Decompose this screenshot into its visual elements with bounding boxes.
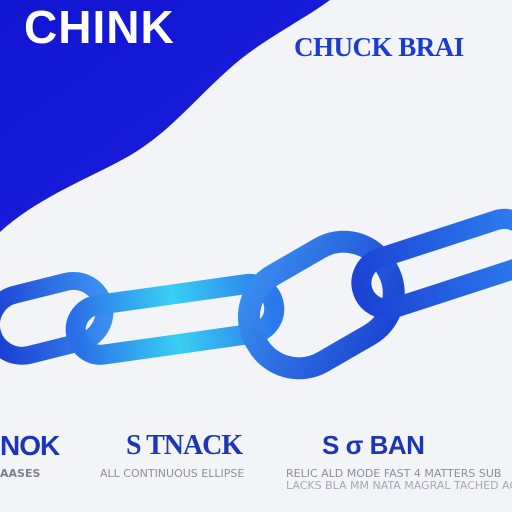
wave-shape [0, 0, 330, 232]
chain-link-middle [65, 273, 285, 365]
chain-link-far-right [351, 208, 512, 319]
small-print-middle: ALL CONTINUOUS ELLIPSE [100, 467, 245, 480]
small-print-right-line2: LACKS BLA MM NATA MAGRAL TACHED ACHIEVED [286, 479, 512, 493]
small-print-right-line1: RELIC ALD MODE FAST 4 MATTERS SUB [286, 467, 502, 480]
caption-left: NOK [0, 430, 60, 461]
small-print-right: RELIC ALD MODE FAST 4 MATTERS SUB LACKS … [286, 467, 512, 493]
small-print-left-line1: AASES [0, 467, 41, 480]
chain-link-right [237, 230, 405, 380]
caption-right: S σ BAN [322, 430, 425, 460]
chain-link-icon [0, 208, 512, 380]
main-heading: CHINK [24, 1, 175, 53]
small-print-middle-line1: ALL CONTINUOUS ELLIPSE [100, 467, 245, 480]
caption-middle: S TNACK [126, 430, 243, 461]
secondary-heading: CHUCK BRAI [294, 32, 464, 62]
small-print-left: AASES [0, 467, 41, 480]
